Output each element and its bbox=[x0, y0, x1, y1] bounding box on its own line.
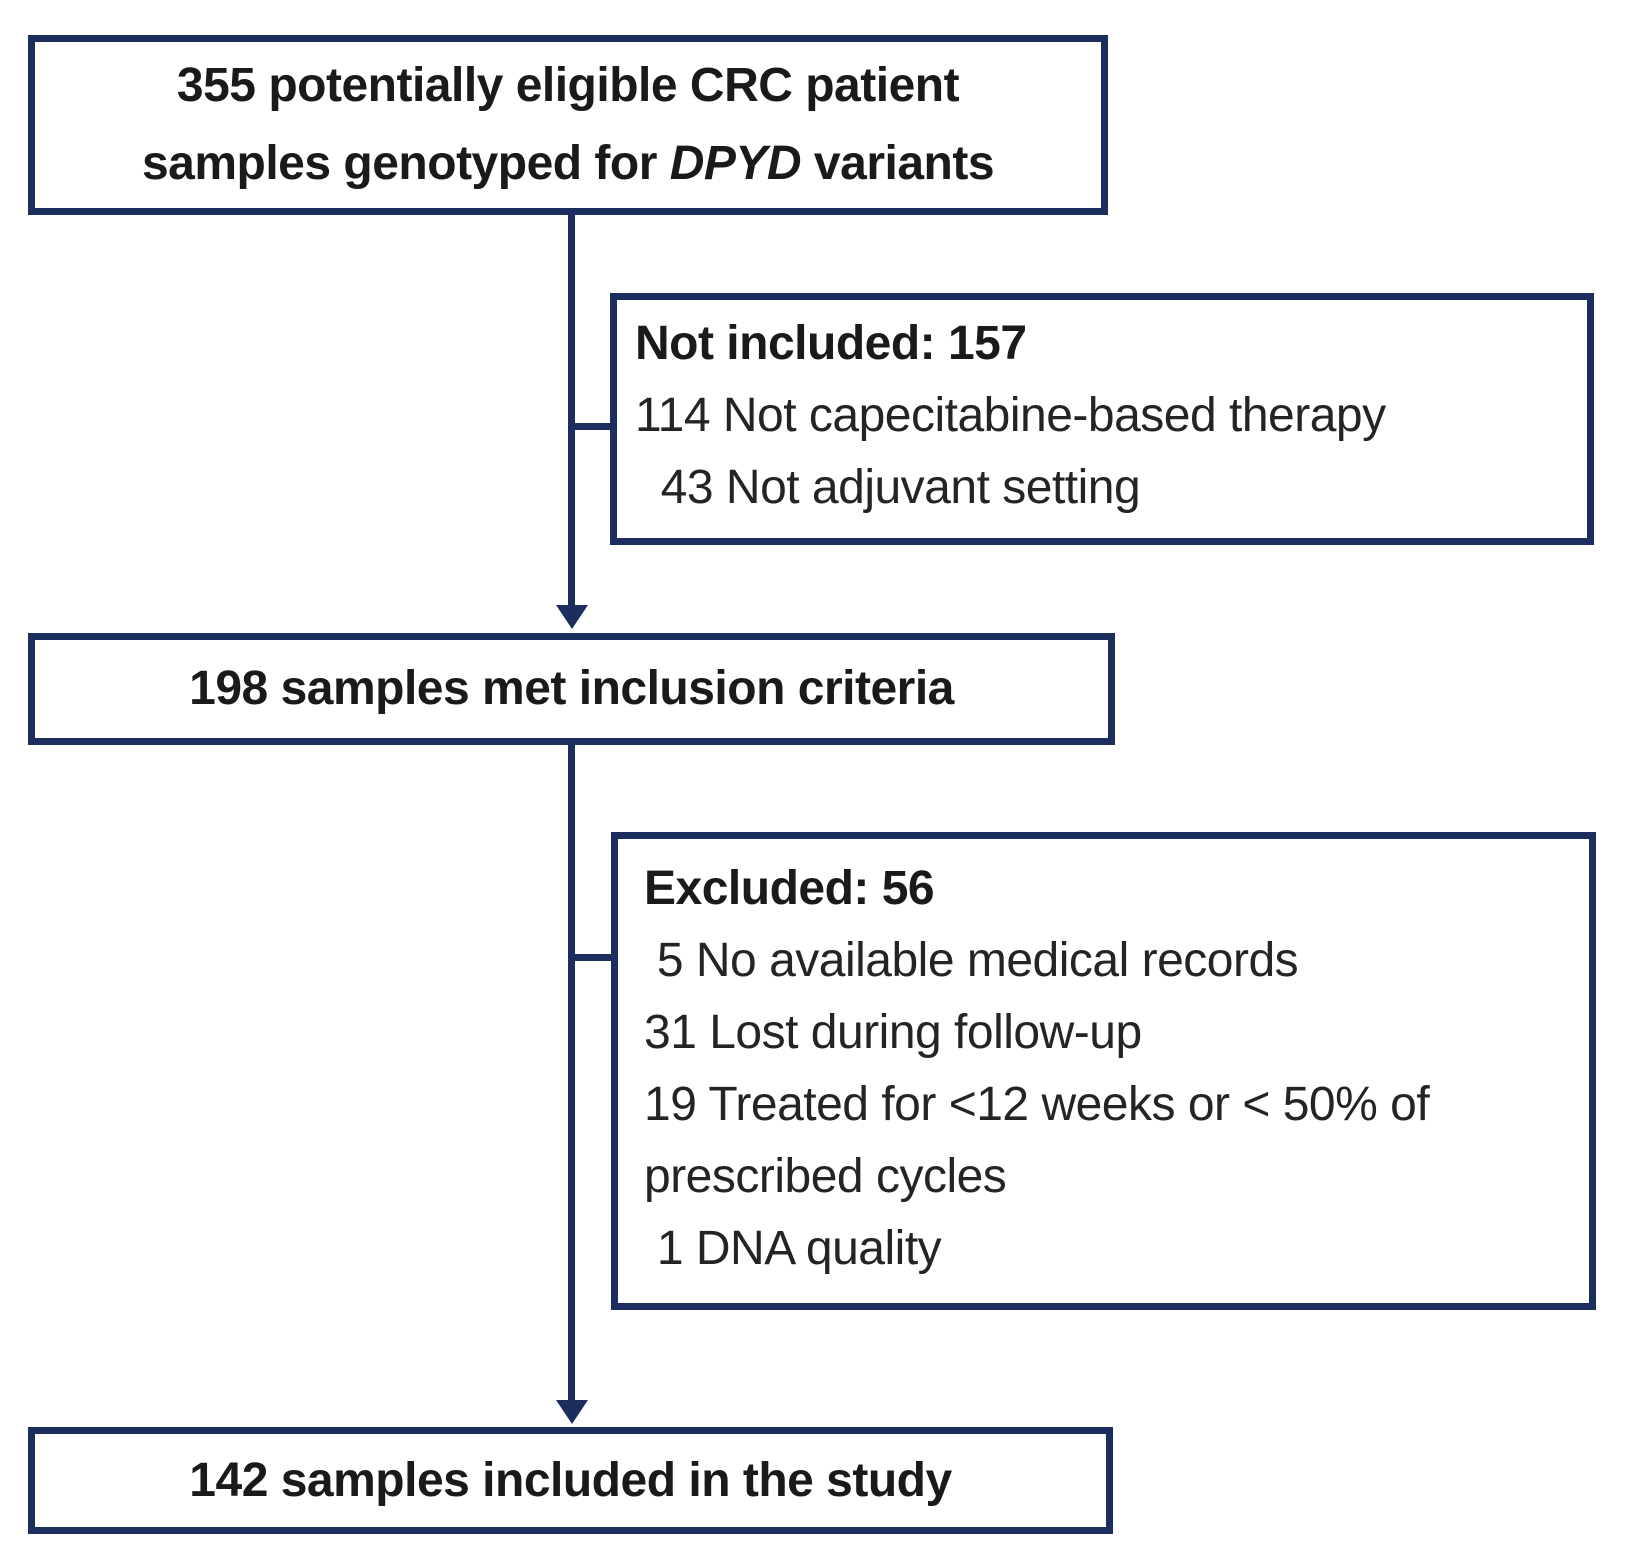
eligible-samples-text: 355 potentially eligible CRC patient sam… bbox=[141, 47, 995, 203]
connector-branch-not-included bbox=[571, 423, 613, 430]
eligible-line2: samples genotyped for DPYD variants bbox=[141, 125, 995, 203]
box-not-included: Not included: 157 114 Not capecitabine-b… bbox=[610, 293, 1594, 545]
eligible-line2-suffix: variants bbox=[801, 137, 995, 190]
connector-branch-excluded bbox=[571, 954, 614, 961]
eligible-line2-prefix: samples genotyped for bbox=[141, 137, 670, 190]
not-included-reason: 114 Not capecitabine-based therapy bbox=[635, 389, 1386, 442]
arrowhead-to-included bbox=[556, 1400, 588, 1424]
box-inclusion-criteria: 198 samples met inclusion criteria bbox=[28, 633, 1115, 745]
excluded-reason: 31 Lost during follow-up bbox=[644, 1006, 1142, 1059]
connector-top-to-inclusion bbox=[568, 214, 575, 612]
inclusion-criteria-text: 198 samples met inclusion criteria bbox=[189, 662, 954, 715]
excluded-reason: 5 No available medical records bbox=[644, 934, 1299, 987]
excluded-title: Excluded: 56 bbox=[644, 862, 935, 915]
eligible-line1: 355 potentially eligible CRC patient bbox=[176, 59, 960, 112]
box-eligible-samples: 355 potentially eligible CRC patient sam… bbox=[28, 35, 1108, 215]
box-included-study: 142 samples included in the study bbox=[28, 1427, 1113, 1534]
included-study-text: 142 samples included in the study bbox=[189, 1453, 952, 1507]
connector-inclusion-to-included bbox=[568, 745, 575, 1405]
excluded-reason: 19 Treated for <12 weeks or < 50% of pre… bbox=[644, 1078, 1442, 1203]
arrowhead-to-inclusion bbox=[556, 605, 588, 629]
not-included-reason: 43 Not adjuvant setting bbox=[635, 461, 1141, 514]
not-included-title: Not included: 157 bbox=[635, 317, 1027, 370]
excluded-reason: 1 DNA quality bbox=[644, 1222, 942, 1275]
gene-name: DPYD bbox=[669, 137, 802, 190]
box-excluded: Excluded: 56 5 No available medical reco… bbox=[611, 832, 1596, 1310]
